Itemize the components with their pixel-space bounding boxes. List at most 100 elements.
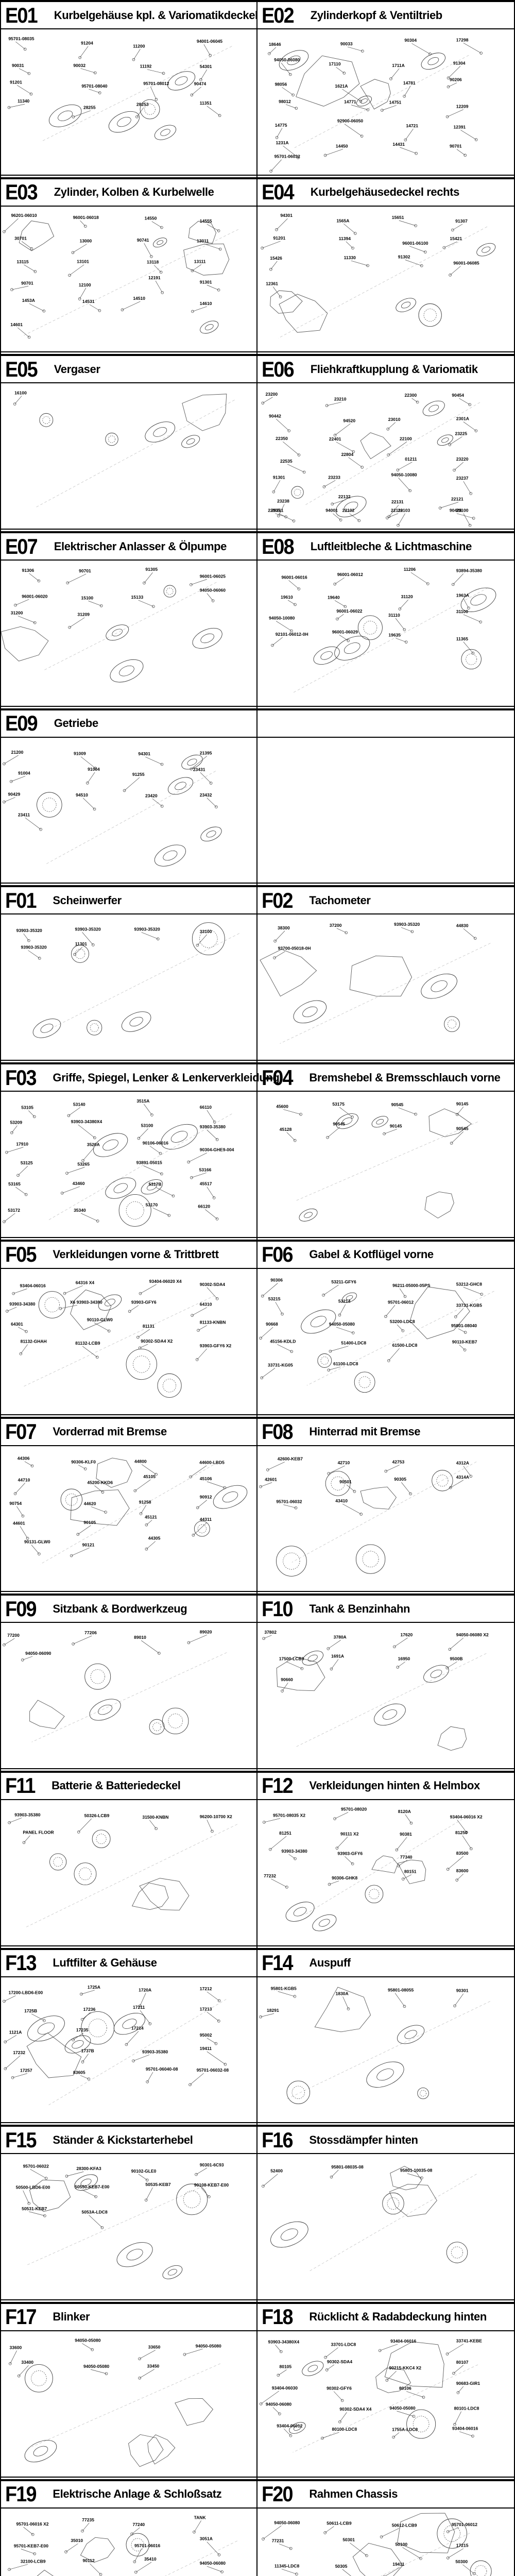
part-glyph: [338, 2420, 341, 2424]
part-label: 17213: [200, 2006, 212, 2011]
casing-outline: [360, 1486, 397, 1510]
washer-outline: [336, 1113, 358, 1129]
gear-outline: [118, 1194, 151, 1227]
part-label: 15100: [81, 595, 93, 600]
part-leader-line: [264, 1818, 281, 1823]
washer-hole: [401, 301, 411, 309]
leader-axis-line: [31, 2363, 220, 2447]
washer-hole: [293, 1907, 307, 1917]
part-leader-line: [339, 1107, 353, 1117]
part-label: 4314A: [456, 1474, 469, 1479]
gear-outline: [105, 433, 118, 446]
part-leader-line: [401, 927, 413, 933]
section-title: Griffe, Spiegel, Lenker & Lenkerverkleid…: [53, 1071, 280, 1084]
washer-hole: [175, 782, 186, 790]
part-glyph: [148, 2022, 152, 2025]
part-leader-line: [146, 2188, 153, 2200]
part-glyph: [217, 1999, 221, 2002]
part-glyph: [275, 136, 279, 139]
part-label: 91201: [10, 79, 22, 84]
gear-outline: [60, 1488, 83, 1511]
casing-outline: [279, 294, 328, 333]
part-leader-line: [274, 930, 285, 942]
part-leader-line: [397, 2411, 414, 2417]
part-label: 1830A: [336, 1991, 349, 1996]
part-glyph: [4, 2040, 7, 2043]
part-leader-line: [336, 928, 347, 934]
washer-hole: [360, 98, 368, 104]
part-glyph: [17, 2374, 21, 2378]
part-label: 13101: [77, 259, 89, 264]
section-code: F02: [262, 888, 294, 912]
part-leader-line: [18, 1166, 28, 1176]
part-glyph: [327, 1647, 330, 1650]
part-leader-line: [463, 614, 481, 622]
gear-hub: [96, 1834, 107, 1844]
washer-outline: [154, 125, 177, 140]
part-glyph: [99, 604, 103, 607]
section-title: Elektrischer Anlasser & Ölpumpe: [54, 539, 227, 553]
part-label: 98056: [275, 81, 287, 87]
part-label: 14751: [389, 99, 402, 105]
part-label: 53170: [146, 1202, 158, 1208]
section-header: E07 Elektrischer Anlasser & Ölpumpe: [1, 531, 258, 561]
part-label: 90102-GLE0: [131, 2168, 157, 2174]
part-label: 93891-05015: [136, 1160, 162, 1165]
gear-outline: [194, 1520, 210, 1537]
gear-hub: [133, 1355, 150, 1373]
part-label: 17235: [76, 2027, 89, 2032]
leader-axis-line: [41, 46, 232, 142]
part-label: 90381: [400, 1832, 412, 1837]
part-label: 14601: [10, 322, 23, 327]
part-leader-line: [328, 1465, 345, 1473]
washer-hole: [470, 594, 487, 606]
part-label: 96001-06022: [336, 608, 362, 614]
gear-outline: [87, 1020, 102, 1036]
part-label: 90111 X2: [340, 1831, 359, 1836]
washer-hole: [376, 1119, 384, 1125]
part-glyph: [73, 953, 76, 956]
part-leader-line: [342, 1996, 349, 2009]
section-header: F11 Batterie & Batteriedeckel: [1, 1770, 258, 1800]
part-label: 44620: [84, 1501, 96, 1506]
part-leader-line: [153, 265, 161, 273]
part-leader-line: [139, 2350, 156, 2359]
part-leader-line: [82, 1346, 98, 1358]
part-leader-line: [462, 1835, 472, 1849]
part-leader-line: [272, 286, 281, 297]
part-leader-line: [448, 2548, 464, 2558]
part-leader-line: [191, 1173, 207, 1178]
part-glyph: [43, 2019, 46, 2022]
part-glyph: [83, 1467, 87, 1470]
part-leader-line: [201, 2188, 210, 2197]
part-glyph: [451, 228, 454, 231]
part-label: 44830: [456, 923, 469, 928]
part-leader-line: [64, 1285, 83, 1294]
part-label: 95801-08055: [388, 1987, 414, 1992]
part-glyph: [347, 2007, 350, 2010]
part-leader-line: [5, 2035, 17, 2042]
part-leader-line: [82, 2343, 93, 2350]
part-leader-line: [207, 106, 220, 116]
part-glyph: [33, 621, 37, 624]
part-label: 53172: [8, 1208, 20, 1213]
part-glyph: [339, 518, 342, 522]
part-leader-line: [15, 1482, 25, 1494]
part-label: 17620: [401, 1632, 413, 1637]
washer-outline: [200, 826, 222, 841]
part-label: X6 93903-34380: [70, 1299, 102, 1304]
part-label: 13000: [80, 238, 92, 243]
part-leader-line: [60, 1304, 77, 1309]
part-label: 94050-05080: [75, 2337, 100, 2343]
washer-hole: [160, 129, 170, 136]
part-label: 1725B: [24, 2008, 37, 2013]
part-leader-line: [122, 301, 141, 310]
